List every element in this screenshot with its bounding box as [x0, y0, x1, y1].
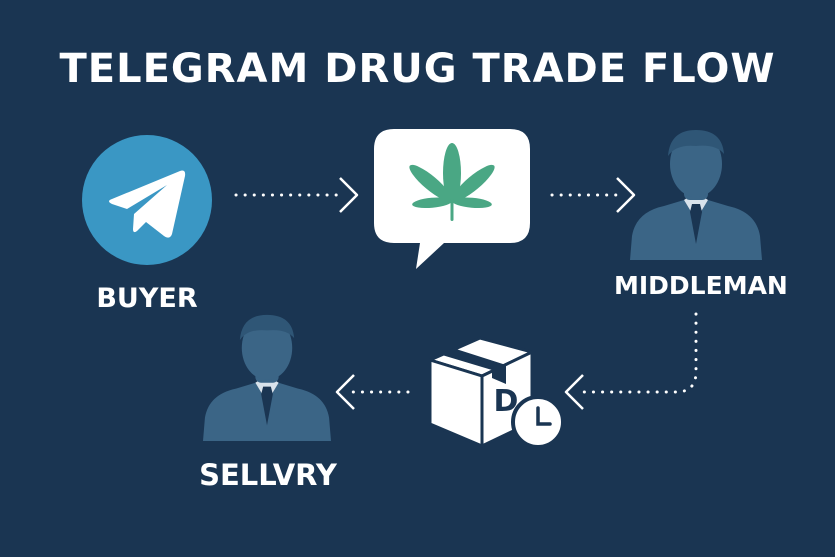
- arrowhead-message-to-middleman: [616, 177, 636, 213]
- seller-node: [203, 308, 331, 446]
- person-icon: [630, 130, 762, 260]
- connector-middleman-to-package: [580, 312, 698, 394]
- arrowhead-package-to-seller: [335, 374, 355, 410]
- message-node: [372, 127, 532, 276]
- telegram-icon: [82, 135, 212, 265]
- buyer-label: BUYER: [96, 283, 198, 314]
- buyer-node: [82, 135, 212, 269]
- diagram-title: TELEGRAM DRUG TRADE FLOW: [59, 46, 776, 92]
- person-icon: [203, 314, 331, 441]
- package-mark-label: D: [493, 384, 519, 419]
- middleman-label: MIDDLEMAN: [614, 271, 788, 300]
- package-node: D: [425, 330, 568, 459]
- arrowhead-buyer-to-message: [339, 177, 359, 213]
- package-clock-icon: [425, 336, 565, 449]
- middleman-node: [630, 124, 762, 264]
- cannabis-leaf-chat-bubble-icon: [374, 129, 530, 269]
- seller-label: SELLVRY: [199, 458, 337, 492]
- arrowhead-middleman-to-package: [564, 374, 584, 410]
